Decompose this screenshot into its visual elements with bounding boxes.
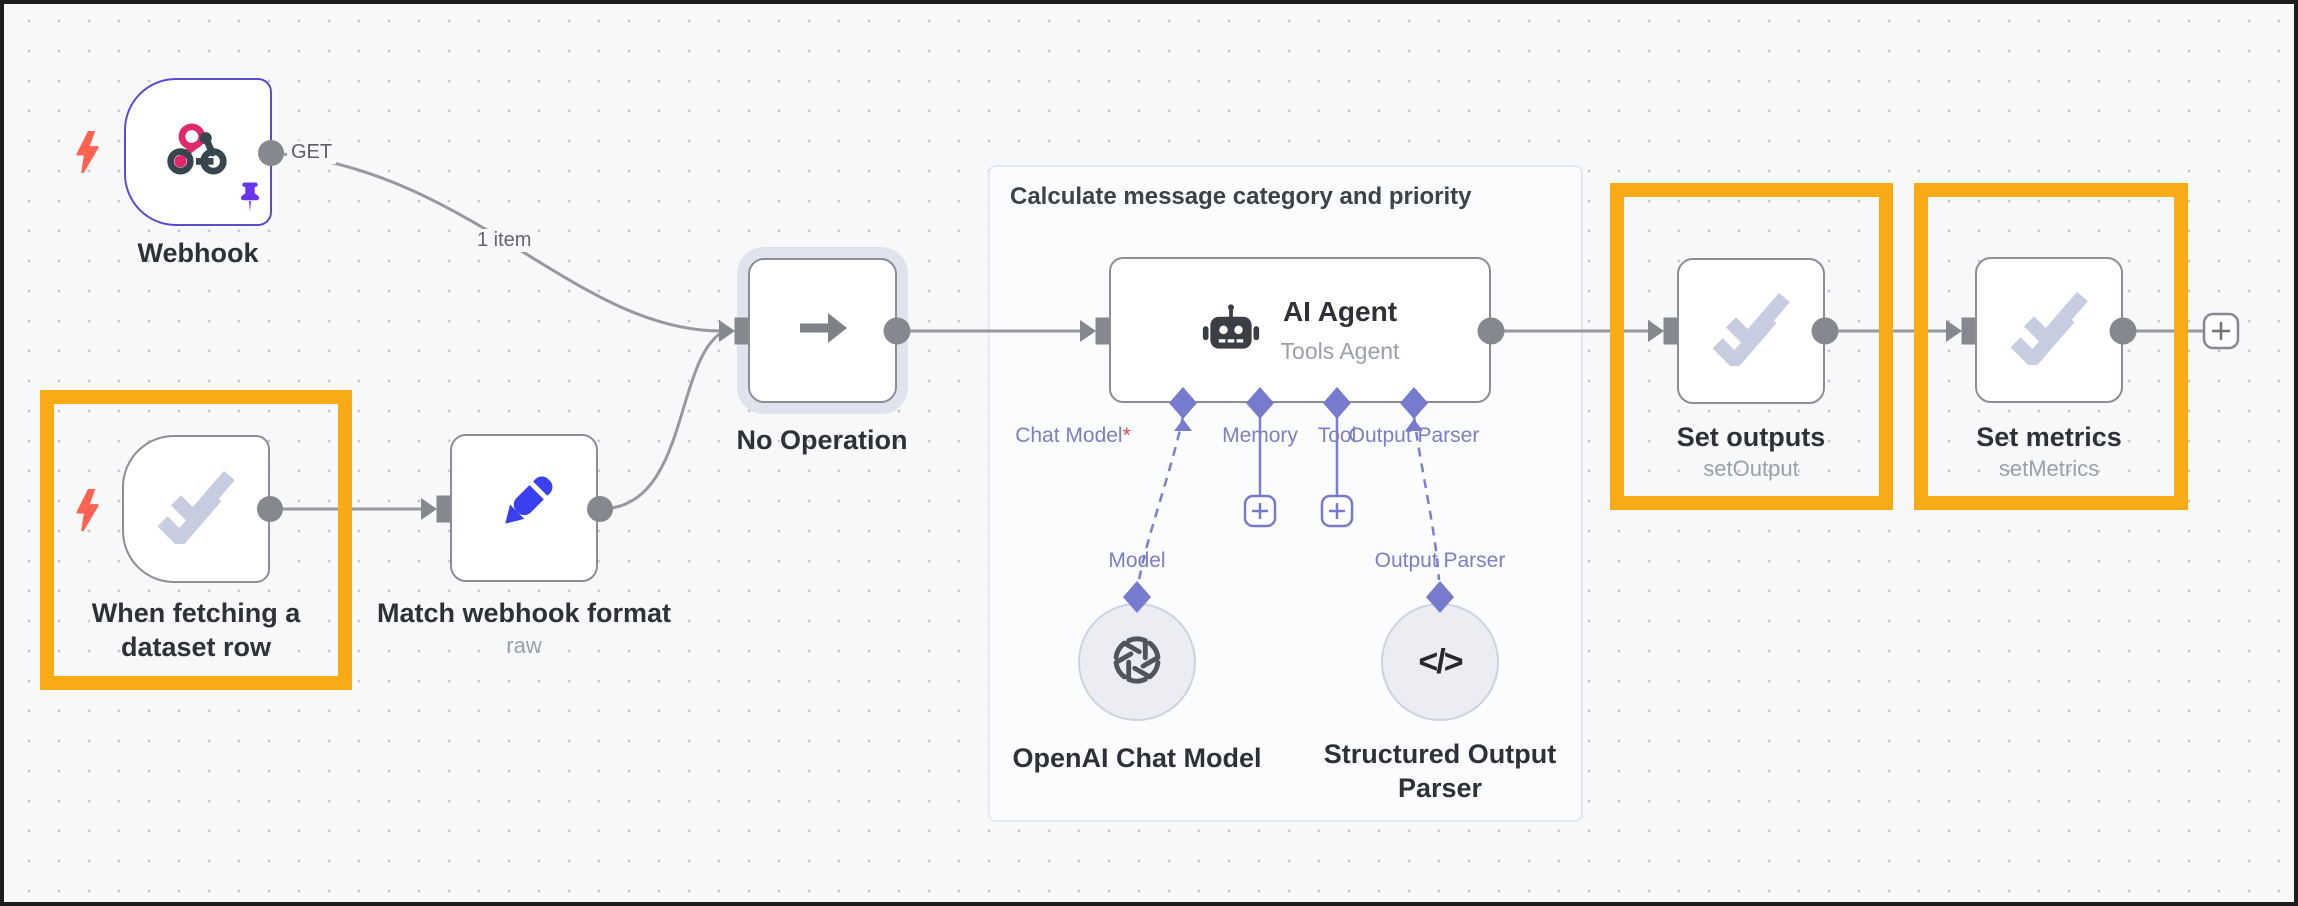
setoutputs-input[interactable]	[1648, 317, 1677, 345]
wire-match-to-noop[interactable]	[599, 331, 722, 511]
node-when-fetching-dataset-row[interactable]	[122, 435, 270, 583]
webhook-label: Webhook	[137, 238, 259, 268]
code-icon: </>	[1418, 642, 1463, 681]
output-parser-arrowhead	[1405, 419, 1423, 431]
when-fetching-label: When fetching a dataset row	[91, 598, 301, 662]
openai-icon	[1106, 629, 1168, 696]
setmetrics-input[interactable]	[1946, 317, 1975, 345]
wire-agent-to-parser[interactable]	[1412, 415, 1441, 581]
no-operation-label: No Operation	[736, 425, 908, 455]
agent-port-memory-diamond[interactable]	[1246, 387, 1274, 419]
match-output-dot[interactable]	[587, 496, 613, 522]
set-metrics-subtitle: setMetrics	[1998, 456, 2100, 481]
connection-items-label: 1 item	[473, 229, 536, 252]
agent-port-memory-label: Memory	[1222, 424, 1298, 447]
ai-agent-subtitle: Tools Agent	[1280, 337, 1400, 364]
agent-input[interactable]	[1080, 317, 1109, 345]
webhook-icon	[165, 120, 231, 185]
noop-output-dot[interactable]	[883, 317, 911, 345]
pencil-icon	[488, 470, 560, 547]
model-port-diamond[interactable]	[1123, 581, 1151, 613]
structured-output-parser-label: Structured Output Parser	[1323, 739, 1557, 803]
ai-agent-title: AI Agent	[1282, 295, 1398, 327]
wire-agent-to-model[interactable]	[1137, 415, 1185, 581]
agent-port-tool-label: Tool	[1317, 424, 1357, 447]
match-format-subtitle: raw	[506, 633, 542, 658]
webhook-output-dot[interactable]	[258, 140, 284, 166]
arrow-right-icon	[798, 310, 848, 351]
double-check-icon	[154, 470, 238, 549]
set-outputs-subtitle: setOutput	[1703, 456, 1799, 481]
double-check-icon	[2007, 291, 2091, 370]
agent-port-chat-model-label: Chat Model*	[1015, 424, 1131, 447]
setmetrics-output-dot[interactable]	[2109, 317, 2137, 345]
model-port-label: Model	[1108, 549, 1166, 572]
node-structured-output-parser[interactable]: </>	[1381, 603, 1499, 721]
node-webhook[interactable]	[124, 78, 272, 226]
agent-port-chat-model-diamond[interactable]	[1169, 387, 1197, 419]
whenfetch-output-dot[interactable]	[257, 496, 283, 522]
parser-port-label: Output Parser	[1374, 549, 1506, 572]
node-set-outputs[interactable]	[1677, 258, 1825, 404]
required-marker: *	[1122, 424, 1131, 447]
pinned-data-icon	[238, 181, 262, 218]
set-outputs-label: Set outputs	[1676, 422, 1826, 452]
add-memory-button[interactable]	[1243, 494, 1277, 528]
trigger-bolt-icon	[74, 487, 100, 536]
noop-input[interactable]	[719, 317, 748, 345]
agent-port-tool-diamond[interactable]	[1323, 387, 1351, 419]
node-match-webhook-format[interactable]	[450, 434, 598, 582]
agent-port-output-parser-label: Output Parser	[1348, 424, 1480, 447]
robot-icon	[1201, 303, 1261, 358]
node-ai-agent[interactable]: AI Agent Tools Agent	[1109, 257, 1491, 403]
node-openai-chat-model[interactable]	[1078, 603, 1196, 721]
setoutputs-output-dot[interactable]	[1811, 317, 1839, 345]
parser-port-diamond[interactable]	[1426, 581, 1454, 613]
agent-port-output-parser-diamond[interactable]	[1400, 387, 1428, 419]
add-tool-button[interactable]	[1320, 494, 1354, 528]
add-node-button[interactable]	[2202, 312, 2240, 350]
double-check-icon	[1709, 292, 1793, 371]
node-no-operation[interactable]	[748, 258, 897, 403]
chat-model-arrowhead	[1174, 419, 1192, 431]
match-input[interactable]	[421, 495, 450, 523]
webhook-method-label: GET	[287, 141, 337, 164]
openai-chat-model-label: OpenAI Chat Model	[1012, 743, 1262, 773]
group-title: Calculate message category and priority	[1010, 183, 1472, 210]
set-metrics-label: Set metrics	[1976, 422, 2122, 452]
match-format-label: Match webhook format	[376, 598, 672, 628]
trigger-bolt-icon	[74, 129, 100, 178]
agent-output-dot[interactable]	[1477, 317, 1505, 345]
